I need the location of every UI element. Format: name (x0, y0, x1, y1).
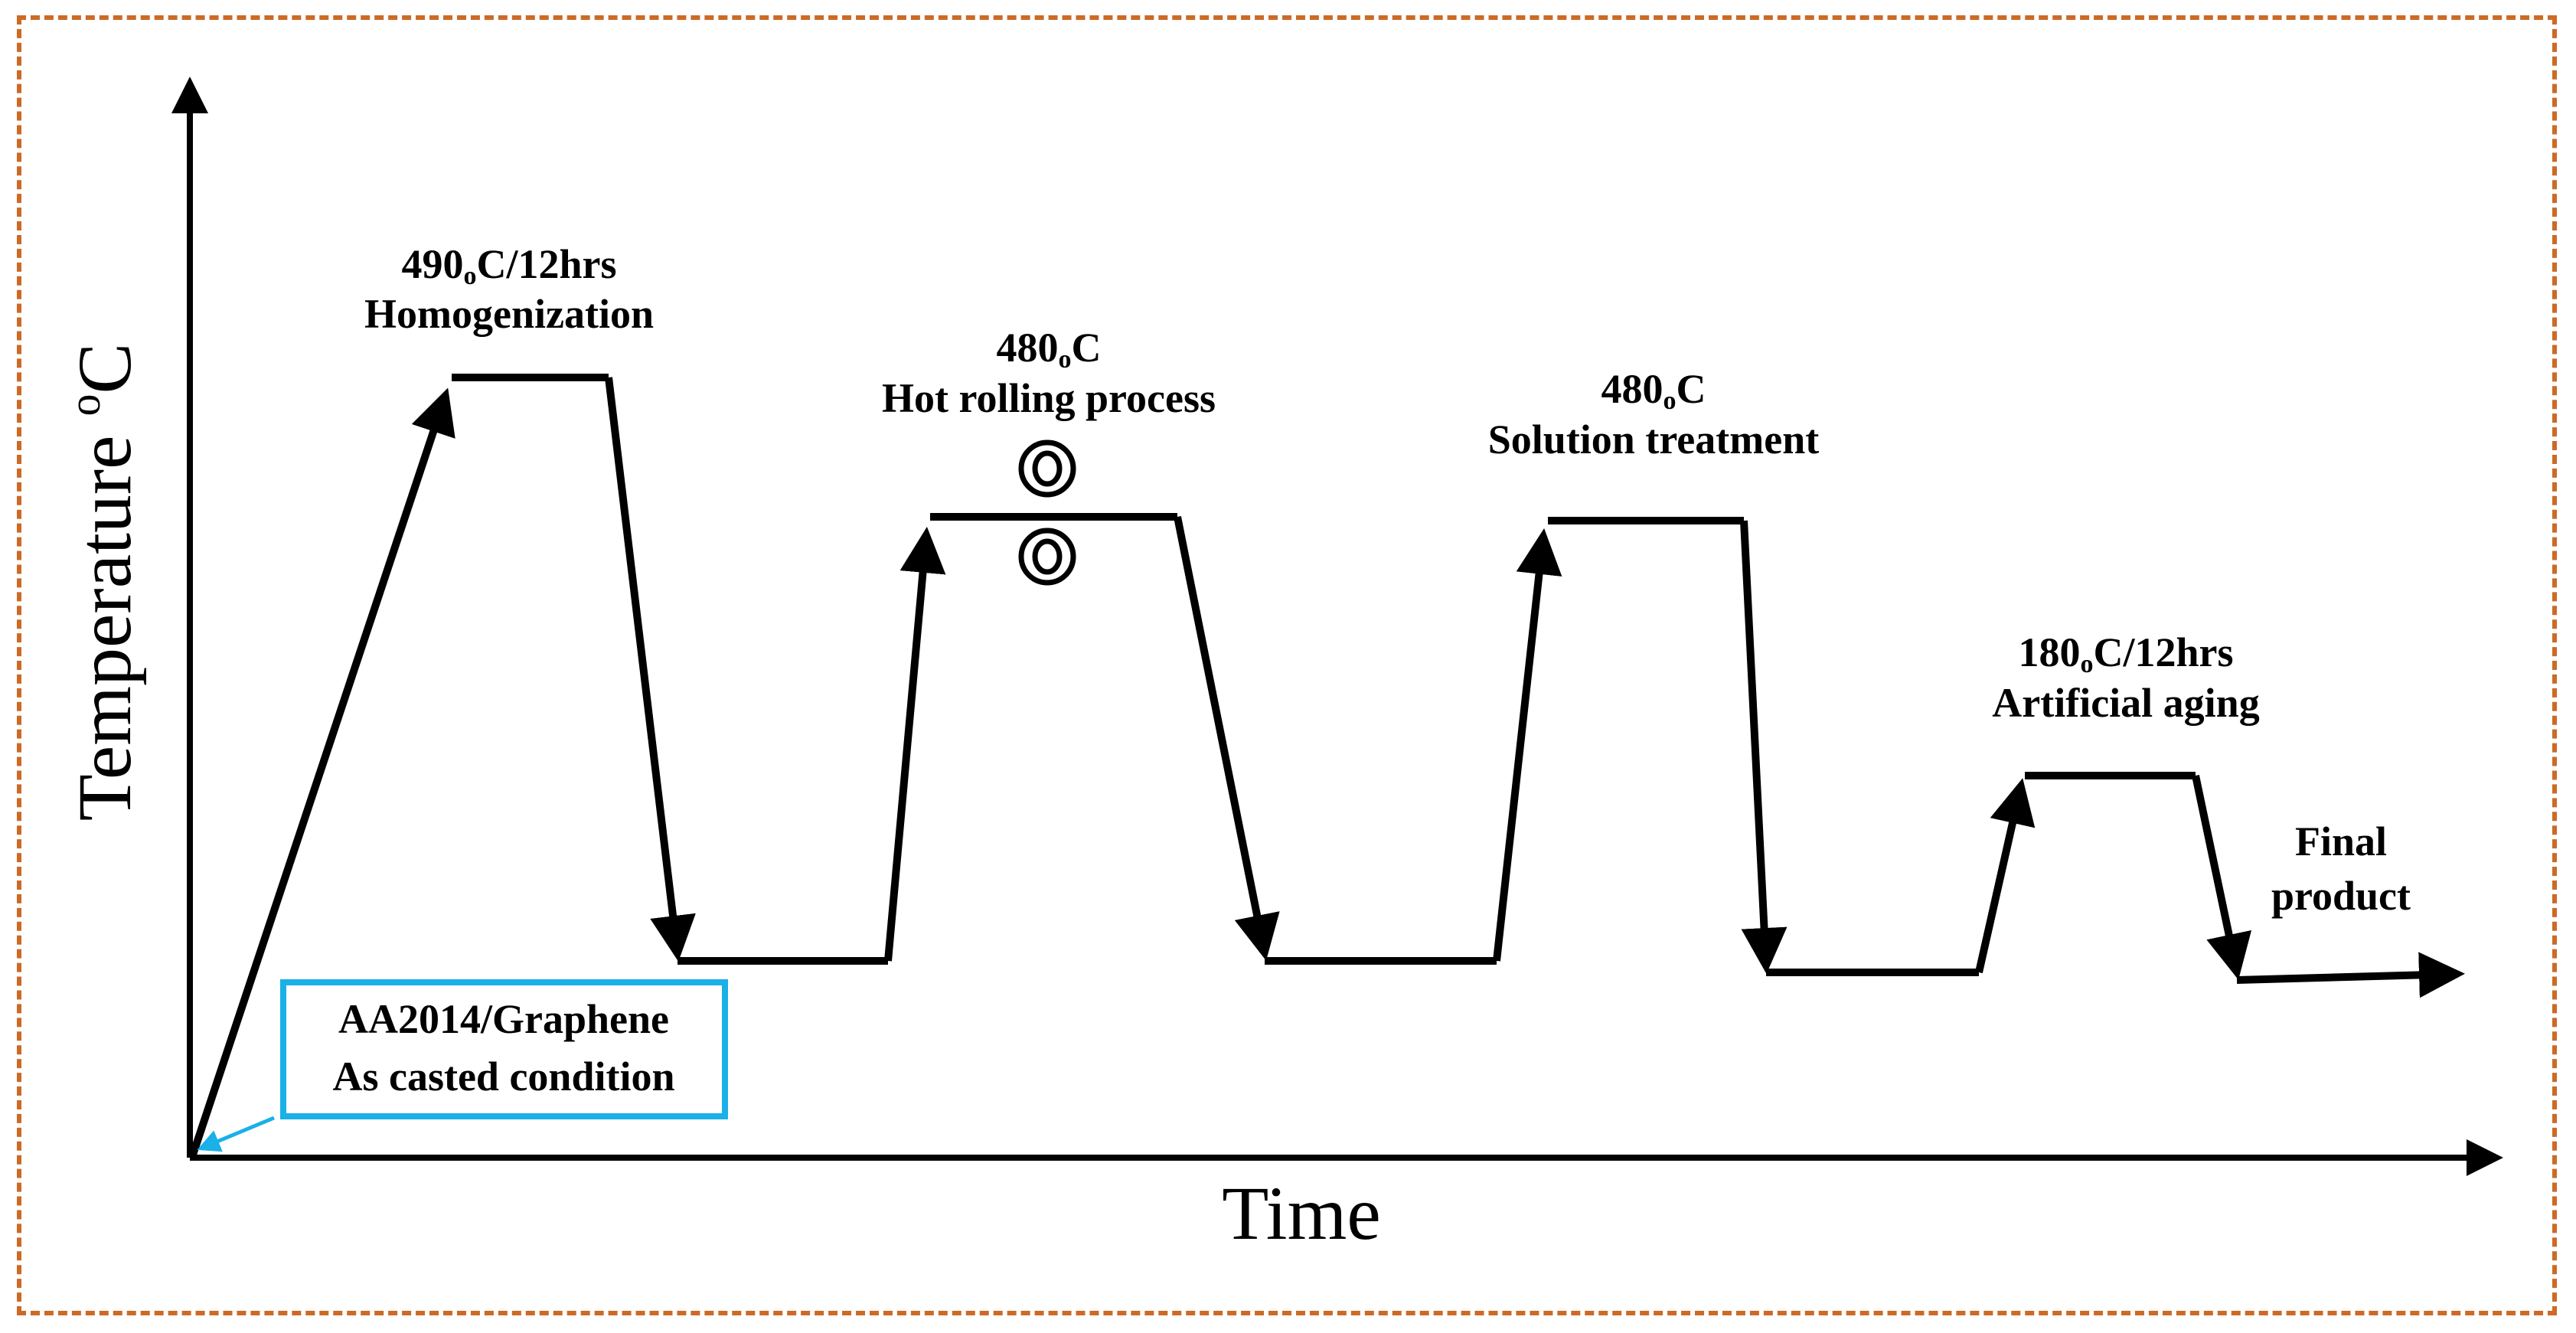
start-condition-pointer (197, 1116, 275, 1152)
final-product-line2: product (2271, 873, 2411, 919)
stage-label-hot-rolling-temp: 480oC (997, 325, 1102, 374)
final-product-line1: Final (2295, 818, 2387, 864)
roller-icon (1018, 439, 1076, 586)
stage-label-solution-name: Solution treatment (1488, 417, 1819, 462)
ramp-up-aging (1975, 778, 2036, 974)
stage-label-solution-temp: 480oC (1601, 366, 1706, 415)
cool-down-solution (1740, 520, 1788, 974)
ramp-up-solution (1493, 528, 1562, 962)
start-condition-line2: As casted condition (332, 1054, 674, 1099)
x-axis-title: Time (1222, 1171, 1381, 1256)
ramp-up-hot-rolling (884, 527, 946, 962)
diagram-frame (17, 15, 2557, 1315)
process-path (189, 374, 2465, 1156)
cool-down-homogenization (605, 377, 696, 962)
stage-label-aging-name: Artificial aging (1992, 680, 2259, 726)
stage-label-homogenization-name: Homogenization (364, 291, 654, 337)
final-run (2236, 952, 2465, 998)
stage-label-aging-temp: 180oC/12hrs (2018, 629, 2233, 678)
start-condition-box (280, 979, 728, 1119)
y-axis-title: Temperature oC (60, 343, 147, 822)
stage-label-homogenization-temp: 490oC/12hrs (401, 241, 616, 290)
start-condition-line1: AA2014/Graphene (338, 996, 669, 1042)
cool-down-aging (2192, 774, 2252, 980)
stage-label-hot-rolling-name: Hot rolling process (882, 375, 1216, 421)
cool-down-hot-rolling (1174, 516, 1280, 961)
ramp-up-homogenization (189, 387, 455, 1156)
